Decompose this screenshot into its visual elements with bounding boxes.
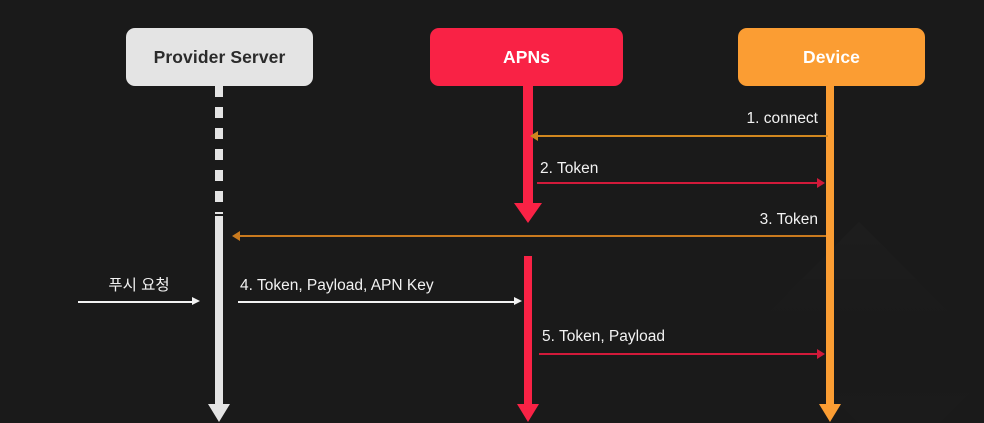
message-arrowhead-2-token bbox=[817, 178, 825, 188]
lifeline-device bbox=[826, 86, 834, 406]
message-label-push-request: 푸시 요청 bbox=[108, 277, 170, 294]
message-line-1-connect bbox=[536, 135, 828, 137]
message-line-3-token bbox=[238, 235, 826, 237]
message-label-4-token-payload-apn-key: 4. Token, Payload, APN Key bbox=[240, 277, 434, 294]
lifeline-apns-upper bbox=[523, 86, 533, 206]
message-label-5-token-payload: 5. Token, Payload bbox=[542, 328, 665, 345]
lifeline-provider-server-dashed bbox=[215, 86, 223, 214]
actor-label-device: Device bbox=[802, 46, 861, 67]
actor-box-provider-server[interactable]: Provider Server bbox=[126, 28, 313, 86]
lifeline-apns-lower bbox=[524, 256, 532, 406]
message-label-3-token: 3. Token bbox=[759, 211, 818, 228]
message-label-1-connect: 1. connect bbox=[746, 110, 818, 127]
message-arrowhead-3-token bbox=[232, 231, 240, 241]
message-label-2-token: 2. Token bbox=[540, 160, 599, 177]
message-line-4-token-payload-apn-key bbox=[238, 301, 516, 303]
message-line-2-token bbox=[537, 182, 819, 184]
lifeline-provider-server-solid bbox=[215, 216, 223, 406]
lifeline-provider-server-arrowhead bbox=[208, 404, 230, 422]
message-arrowhead-1-connect bbox=[530, 131, 538, 141]
message-arrowhead-5-token-payload bbox=[817, 349, 825, 359]
message-arrowhead-push-request bbox=[192, 297, 200, 305]
actor-label-apns: APNs bbox=[502, 46, 551, 67]
message-line-push-request bbox=[78, 301, 194, 303]
actor-label-provider-server: Provider Server bbox=[153, 46, 286, 67]
lifeline-device-arrowhead bbox=[819, 404, 841, 422]
message-arrowhead-4-token-payload-apn-key bbox=[514, 297, 522, 305]
lifeline-apns-upper-arrowhead bbox=[514, 203, 542, 223]
message-line-5-token-payload bbox=[539, 353, 819, 355]
lifeline-apns-lower-arrowhead bbox=[517, 404, 539, 422]
actor-box-apns[interactable]: APNs bbox=[430, 28, 623, 86]
actor-box-device[interactable]: Device bbox=[738, 28, 925, 86]
